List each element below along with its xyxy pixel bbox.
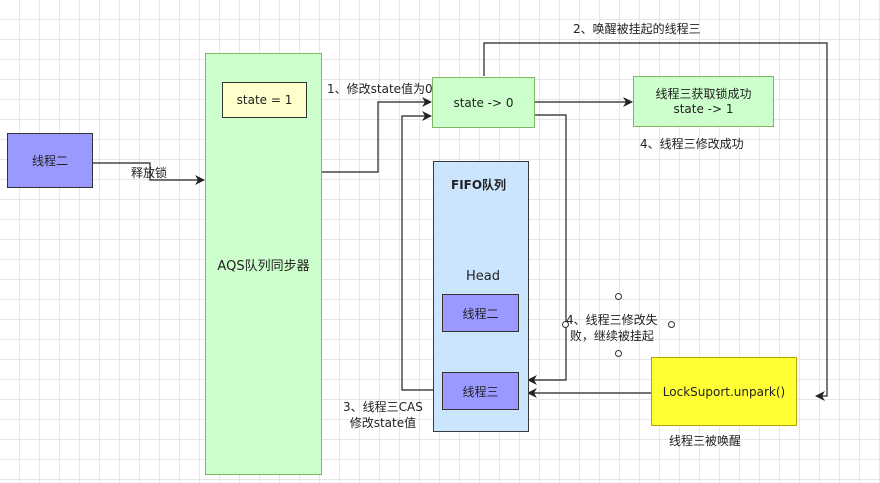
lock-success-box: 线程三获取锁成功 state -> 1 xyxy=(633,76,774,127)
unpark-label: LockSuport.unpark() xyxy=(662,384,786,399)
step1-label: 1、修改state值为0 xyxy=(327,82,433,96)
handle-right xyxy=(668,321,675,328)
queue-thread-three-label: 线程三 xyxy=(462,384,499,399)
thread-two-box: 线程二 xyxy=(7,133,93,188)
step3-line2: 修改state值 xyxy=(349,416,417,430)
release-lock-label: 释放锁 xyxy=(131,166,168,180)
step4-fail-line1: 4、线程三修改失 xyxy=(566,313,658,327)
handle-top xyxy=(615,293,622,300)
step4-fail-line2: 败，继续被挂起 xyxy=(569,329,654,343)
awakened-label: 线程三被唤醒 xyxy=(669,434,742,448)
thread-two-label: 线程二 xyxy=(31,154,68,168)
handle-bottom xyxy=(615,350,622,357)
step3-label: 3、线程三CAS 修改state值 xyxy=(343,399,423,431)
aqs-box: AQS队列同步器 xyxy=(205,53,322,475)
step1-arrow xyxy=(322,97,432,173)
queue-thread-two-box: 线程二 xyxy=(442,294,519,332)
unpark-box: LockSuport.unpark() xyxy=(651,357,797,426)
fifo-queue-title: FIFO队列 xyxy=(451,178,507,192)
queue-thread-three-box: 线程三 xyxy=(442,372,519,410)
step3-line1: 3、线程三CAS xyxy=(343,400,423,414)
lock-success-line1: 线程三获取锁成功 xyxy=(655,86,752,101)
fifo-head-label: Head xyxy=(466,269,500,284)
state-to-0-box: state -> 0 xyxy=(432,77,535,128)
state-eq-1-label: state = 1 xyxy=(236,93,293,107)
queue-thread-two-label: 线程二 xyxy=(462,306,499,321)
step4-fail-label: 4、线程三修改失 败，继续被挂起 xyxy=(566,312,658,344)
handle-left xyxy=(562,321,569,328)
state-eq-1-box: state = 1 xyxy=(222,82,307,118)
step4-success-label: 4、线程三修改成功 xyxy=(640,137,744,151)
lock-success-line2: state -> 1 xyxy=(673,101,734,116)
step4-fail-arrow xyxy=(527,114,567,385)
step2-label: 2、唤醒被挂起的线程三 xyxy=(573,22,701,36)
aqs-label: AQS队列同步器 xyxy=(217,258,310,274)
state-to-0-label: state -> 0 xyxy=(453,95,514,110)
